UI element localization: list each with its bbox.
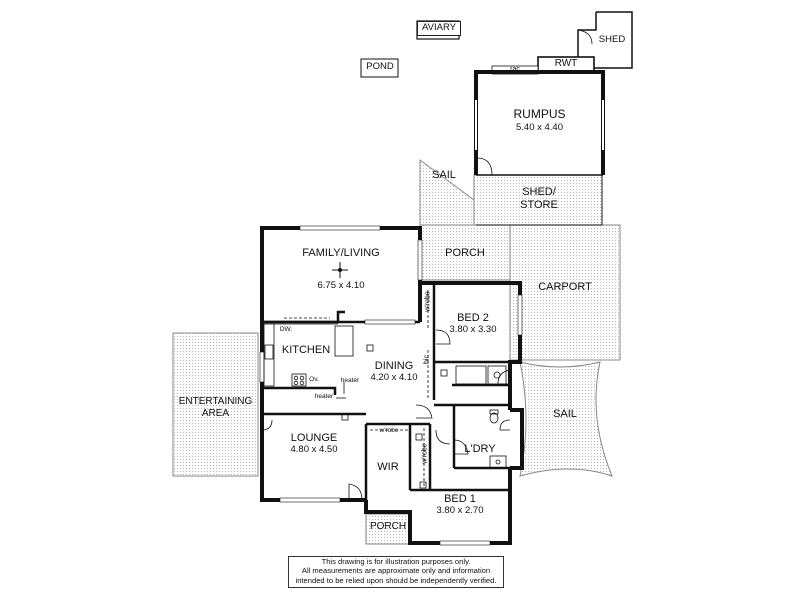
family-living-size: 6.75 x 4.10 xyxy=(317,280,365,291)
wardrobes xyxy=(370,290,429,488)
kitchen-label: KITCHEN xyxy=(281,344,331,356)
rumpus-door-swing xyxy=(476,157,493,176)
bed1-size: 3.80 x 2.70 xyxy=(436,505,484,516)
disclaimer-line3: intended to be relied upon should be ind… xyxy=(295,575,497,585)
bed1-wardrobe-label: w'robe xyxy=(421,443,429,464)
disclaimer-line2: All measurements are approximate only an… xyxy=(301,566,491,576)
aviary-label: AVIARY xyxy=(417,21,461,36)
pond-box xyxy=(360,58,399,78)
dining-size: 4.20 x 4.10 xyxy=(370,372,418,383)
bed2-size: 3.80 x 3.30 xyxy=(449,324,497,335)
shed-label: SHED xyxy=(598,34,626,45)
bathroom-fittings xyxy=(455,365,507,469)
bed2-wardrobe-label: w'robe xyxy=(424,291,432,312)
porch-bottom-label: PORCH xyxy=(369,521,407,532)
heater-lower-label: heater xyxy=(314,393,334,400)
carport-label: CARPORT xyxy=(538,281,592,293)
rac-label: rac xyxy=(510,66,520,73)
family-living-label: FAMILY/LIVING xyxy=(302,247,380,259)
rumpus-label: RUMPUS xyxy=(513,107,566,121)
heater-upper-label: heater xyxy=(340,377,360,384)
lounge-size: 4.80 x 4.50 xyxy=(290,444,338,455)
ceiling-fan-icon xyxy=(332,262,348,278)
entertaining-label-line2: AREA xyxy=(201,408,230,419)
entertaining-label-line1: ENTERTAINING xyxy=(178,396,253,407)
heater-markers xyxy=(336,382,346,399)
rumpus-size: 5.40 x 4.40 xyxy=(515,122,563,133)
lounge-label: LOUNGE xyxy=(290,432,338,444)
rwt-label: RWT xyxy=(554,58,578,69)
entertaining-area-fill xyxy=(172,332,259,477)
kitchen-fittings xyxy=(263,317,354,387)
bic-label: bic xyxy=(423,355,431,364)
disclaimer-box: This drawing is for illustration purpose… xyxy=(288,556,504,588)
shed-store-fill xyxy=(473,174,603,226)
oven-label: Ov. xyxy=(309,376,319,383)
wir-label: WIR xyxy=(377,461,399,473)
shed-store-label-line1: SHED/ xyxy=(522,186,556,198)
bed2-label: BED 2 xyxy=(457,312,489,324)
wir-wardrobe-label: w'robe xyxy=(379,427,399,434)
shed-door-swing xyxy=(577,29,593,45)
interior-walls xyxy=(262,285,510,500)
windows xyxy=(259,225,523,546)
shed-store-label-line2: STORE xyxy=(520,199,558,211)
ldry-label: L'DRY xyxy=(464,443,496,455)
disclaimer-line1: This drawing is for illustration purpose… xyxy=(321,557,471,566)
dining-label: DINING xyxy=(374,360,414,372)
sail-right-fill xyxy=(519,361,613,477)
sail-top-label: SAIL xyxy=(432,169,456,181)
porch-top-label: PORCH xyxy=(445,247,485,259)
dishwasher-label: DW. xyxy=(279,326,293,333)
bed1-label: BED 1 xyxy=(444,493,476,505)
sail-right-label: SAIL xyxy=(553,408,577,420)
electrical-symbols xyxy=(341,344,448,489)
pond-label: POND xyxy=(366,61,394,72)
outdoor-areas xyxy=(172,159,621,545)
doors xyxy=(261,329,511,501)
